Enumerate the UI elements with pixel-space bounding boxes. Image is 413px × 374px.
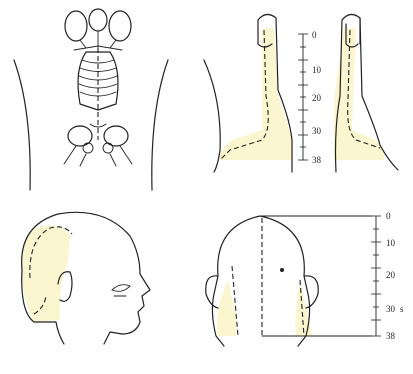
hands-tick-label: 0	[312, 30, 317, 40]
head-tick-label: 10	[386, 238, 396, 248]
hands-tick-label: 38	[312, 155, 322, 165]
left-ear	[206, 276, 218, 308]
hands-scale: 0 10 20 30 38	[298, 30, 322, 165]
eye	[112, 285, 130, 292]
hands-tick-label: 20	[312, 93, 322, 103]
head-side-panel	[22, 212, 150, 344]
torso-outline-left	[14, 60, 30, 190]
head-scale-unit: s	[400, 304, 404, 314]
torso-outline-right	[152, 60, 168, 190]
left-hand-shape	[65, 11, 87, 41]
head-tick-label: 20	[386, 270, 396, 280]
hands-panel: 0 10 20 30 38	[204, 14, 398, 172]
leg-bones	[64, 146, 132, 166]
right-hand-shape	[109, 11, 131, 41]
back-left-highlight	[217, 280, 236, 336]
skeleton-panel	[14, 9, 168, 190]
left-hand-highlight	[220, 28, 292, 160]
hands-tick-label: 30	[312, 126, 322, 136]
head-tick-label: 38	[386, 331, 396, 341]
head-scale: 0 10 20 30 s 38	[371, 211, 404, 341]
skull	[89, 9, 107, 31]
hands-tick-label: 10	[312, 65, 322, 75]
point-marker	[280, 268, 284, 272]
head-back-panel: 0 10 20 30 s 38	[206, 211, 404, 346]
left-wrist-outline	[204, 60, 220, 172]
head-tick-label: 0	[386, 211, 391, 221]
right-ear	[304, 276, 318, 308]
head-tick-label: 30	[386, 304, 396, 314]
